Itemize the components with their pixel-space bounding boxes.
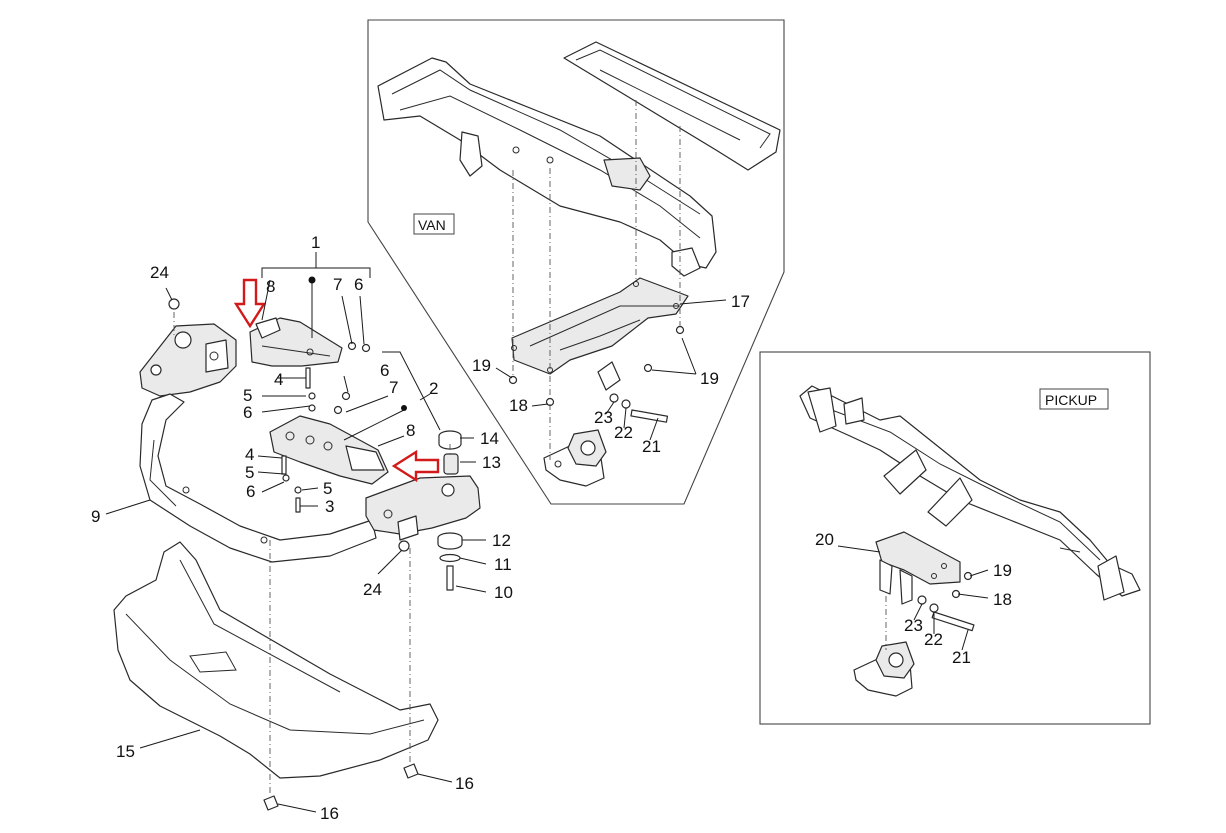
- callout-14: 14: [480, 429, 499, 448]
- pickup-engine-mount: [853, 641, 915, 697]
- front-bracket-left: [139, 323, 237, 397]
- callout-7a: 7: [333, 275, 342, 294]
- highlight-arrow-left: [391, 449, 440, 483]
- callout-6a: 6: [243, 403, 252, 422]
- callout-12: 12: [492, 531, 511, 550]
- van-mount-bolt: [609, 393, 669, 423]
- callout-8a: 8: [266, 277, 275, 296]
- callout-4a: 4: [274, 370, 283, 389]
- van-dash-lines: [512, 100, 681, 460]
- callout-20: 20: [815, 530, 834, 549]
- pickup-label-box: [1039, 388, 1109, 410]
- callout-6c: 6: [380, 361, 389, 380]
- callout-16b: 16: [320, 804, 339, 823]
- leader-lines: [105, 279, 989, 813]
- callout-19b: 19: [700, 369, 719, 388]
- callout-11: 11: [494, 555, 512, 574]
- small-fasteners: [168, 298, 410, 552]
- callout-10: 10: [494, 583, 513, 602]
- van-frame-crossmember: [377, 57, 717, 277]
- callout-19a: 19: [472, 356, 491, 375]
- callout-1: 1: [311, 233, 320, 252]
- pickup-bracket: [875, 531, 961, 605]
- callout-23a: 23: [594, 408, 613, 427]
- callout-22b: 22: [924, 630, 943, 649]
- crossmember-tube-9: [139, 393, 377, 563]
- callout-21a: 21: [642, 437, 661, 456]
- pickup-mount-bolt: [917, 595, 975, 632]
- callout-5a: 5: [243, 386, 252, 405]
- upper-bracket-1: [249, 317, 343, 367]
- callout-6d: 6: [246, 482, 255, 501]
- shield-nuts: [263, 763, 419, 811]
- callout-16a: 16: [455, 774, 474, 793]
- lower-bracket-2: [269, 415, 389, 485]
- callout-21b: 21: [952, 648, 971, 667]
- callout-7b: 7: [389, 378, 398, 397]
- callout-9: 9: [91, 507, 100, 526]
- group-bracket-2: [343, 351, 441, 441]
- highlight-arrow-down: [233, 278, 267, 329]
- callout-3: 3: [325, 497, 334, 516]
- callout-19c: 19: [993, 561, 1012, 580]
- van-skid-plate: [511, 277, 689, 375]
- callout-15: 15: [116, 742, 135, 761]
- callout-6b: 6: [354, 275, 363, 294]
- underbody-shield-15: [113, 541, 439, 779]
- callout-18a: 18: [509, 396, 528, 415]
- callout-23b: 23: [904, 616, 923, 635]
- van-upper-rail: [563, 41, 781, 171]
- group-bracket-1: [261, 252, 371, 338]
- pickup-inset-frame: [759, 351, 1151, 725]
- rear-bracket-right: [365, 475, 481, 541]
- pickup-label: PICKUP: [1045, 392, 1097, 408]
- pickup-crossmember: [799, 385, 1141, 601]
- callout-18b: 18: [993, 590, 1012, 609]
- van-inset-frame: [367, 19, 785, 505]
- callout-24b: 24: [363, 580, 382, 599]
- van-label-box: [413, 213, 455, 235]
- callout-numbers: 1 2 3 4 4 5 5 5 6 6 6 6 7 7 8 8 9 10 11 …: [91, 233, 1012, 823]
- callout-24a: 24: [150, 263, 169, 282]
- pickup-fasteners: [951, 571, 973, 599]
- van-fasteners: [508, 325, 685, 407]
- callout-17: 17: [731, 292, 750, 311]
- callout-5b: 5: [245, 463, 254, 482]
- main-dash-lines: [173, 312, 451, 796]
- callout-5c: 5: [323, 479, 332, 498]
- van-label: VAN: [418, 217, 446, 233]
- callout-22a: 22: [614, 423, 633, 442]
- callout-8b: 8: [406, 421, 415, 440]
- van-engine-mount: [543, 429, 607, 487]
- callout-13: 13: [482, 453, 501, 472]
- callout-2: 2: [429, 379, 438, 398]
- callout-4b: 4: [245, 445, 254, 464]
